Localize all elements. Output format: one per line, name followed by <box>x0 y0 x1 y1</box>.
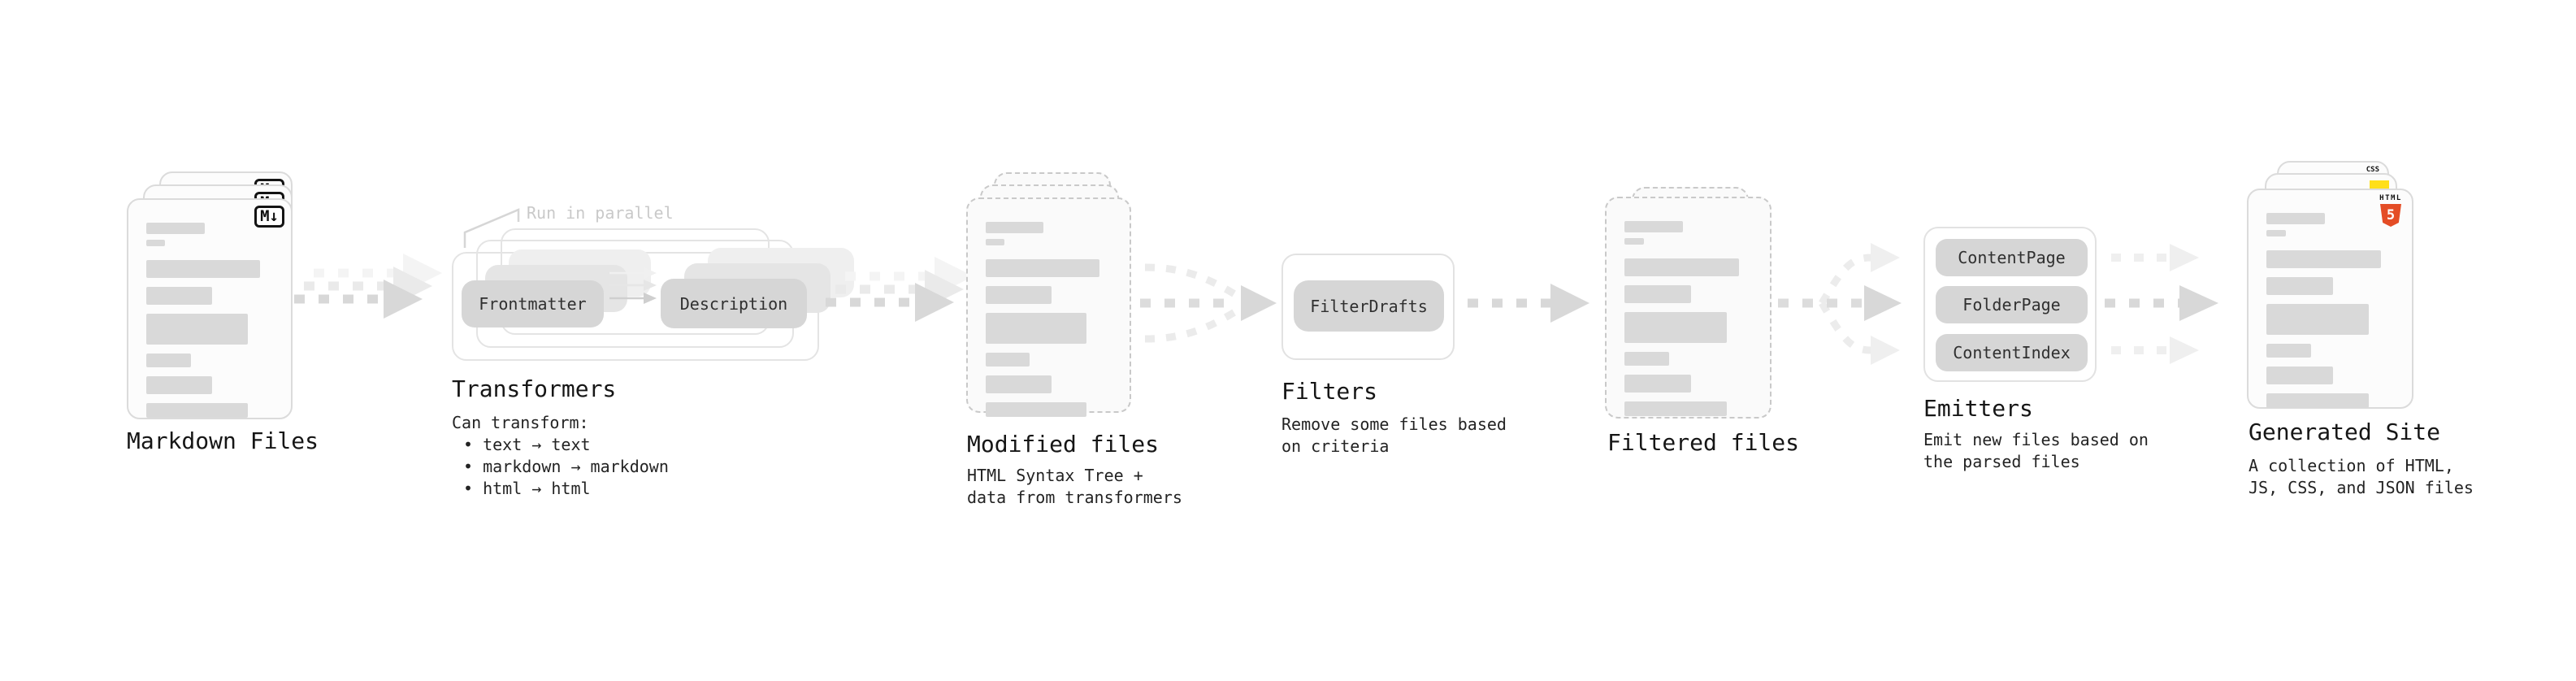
doc-text-placeholder <box>1624 221 1752 416</box>
text-bar <box>1624 238 1644 245</box>
text-bar <box>986 313 1086 344</box>
frontmatter-pill: Frontmatter <box>462 280 604 327</box>
text-bar <box>146 376 213 394</box>
filters-box: FilterDrafts <box>1281 254 1455 360</box>
emitters-sublabel: Emit new files based on the parsed files <box>1923 430 2149 471</box>
text-bar <box>2266 304 2369 335</box>
filtered-doc-front <box>1605 197 1772 419</box>
text-bar <box>986 259 1099 277</box>
filters-label: Filters <box>1281 378 1378 405</box>
folderpage-pill: FolderPage <box>1936 286 2088 323</box>
text-bar <box>1624 312 1727 343</box>
note-bullet: • html → html <box>463 479 591 498</box>
text-bar <box>986 239 1005 245</box>
arrow-markdown-to-transformers-icon <box>294 254 442 319</box>
note-title: Can transform: <box>452 413 589 432</box>
text-bar <box>1624 352 1669 366</box>
note-bullet: • text → text <box>463 435 591 454</box>
text-bar <box>2266 250 2382 268</box>
parallel-arrows-icon <box>609 267 657 304</box>
filterdrafts-pill: FilterDrafts <box>1294 280 1444 332</box>
text-bar <box>2266 230 2286 236</box>
html5-icon: HTML 5 <box>2378 194 2404 227</box>
modified-files-label: Modified files <box>967 431 1160 458</box>
transformers-label: Transformers <box>452 375 617 402</box>
text-bar <box>146 287 213 305</box>
markdown-files-label: Markdown Files <box>127 427 319 454</box>
callout-line-icon <box>463 208 520 248</box>
text-bar <box>1624 401 1727 416</box>
note-bullet: • markdown → markdown <box>463 457 669 476</box>
doc-text-placeholder <box>146 223 273 418</box>
filtered-files-label: Filtered files <box>1607 429 1800 456</box>
contentpage-pill: ContentPage <box>1936 239 2088 276</box>
markdown-doc-front: M↓ <box>127 198 293 419</box>
text-bar <box>986 286 1052 304</box>
text-bar <box>2266 277 2333 295</box>
js-icon <box>2370 180 2389 191</box>
modified-files-sublabel: HTML Syntax Tree + data from transformer… <box>967 466 1182 507</box>
contentindex-pill: ContentIndex <box>1936 334 2088 371</box>
text-bar <box>146 403 248 418</box>
arrow-emitters-to-generated-icon <box>2105 244 2218 364</box>
text-bar <box>1624 375 1691 393</box>
generated-doc-html: HTML 5 <box>2247 189 2413 409</box>
text-bar <box>986 375 1052 393</box>
generated-site-label: Generated Site <box>2249 419 2441 445</box>
text-bar <box>146 260 261 278</box>
emitters-label: Emitters <box>1923 395 2033 422</box>
text-bar <box>2266 344 2311 358</box>
arrow-transformers-to-modified-icon <box>826 257 974 322</box>
text-bar <box>986 353 1030 367</box>
text-bar <box>1624 258 1740 276</box>
text-bar <box>146 223 205 234</box>
generated-site-sublabel: A collection of HTML, JS, CSS, and JSON … <box>2249 456 2474 497</box>
text-bar <box>2266 367 2333 384</box>
emitters-box: ContentPage FolderPage ContentIndex <box>1923 227 2097 382</box>
text-bar <box>146 314 248 345</box>
text-bar <box>2266 393 2369 408</box>
modified-doc-front <box>966 197 1131 417</box>
description-pill: Description <box>661 279 807 328</box>
text-bar <box>1624 221 1684 232</box>
text-bar <box>986 222 1044 233</box>
arrow-filtered-to-emitters-icon <box>1778 243 1902 365</box>
text-bar <box>146 240 166 246</box>
arrow-modified-to-filters-icon <box>1140 263 1277 343</box>
doc-text-placeholder <box>2266 213 2394 408</box>
text-bar <box>2266 213 2326 224</box>
doc-text-placeholder <box>986 222 1112 417</box>
arrow-filters-to-filtered-icon <box>1468 284 1589 323</box>
text-bar <box>146 354 191 367</box>
markdown-icon: M↓ <box>254 206 284 228</box>
transformers-note: Can transform: • text → text • markdown … <box>452 412 669 500</box>
run-in-parallel-label: Run in parallel <box>527 203 674 223</box>
text-bar <box>1624 285 1691 303</box>
filters-sublabel: Remove some files based on criteria <box>1281 414 1507 456</box>
text-bar <box>986 402 1086 417</box>
